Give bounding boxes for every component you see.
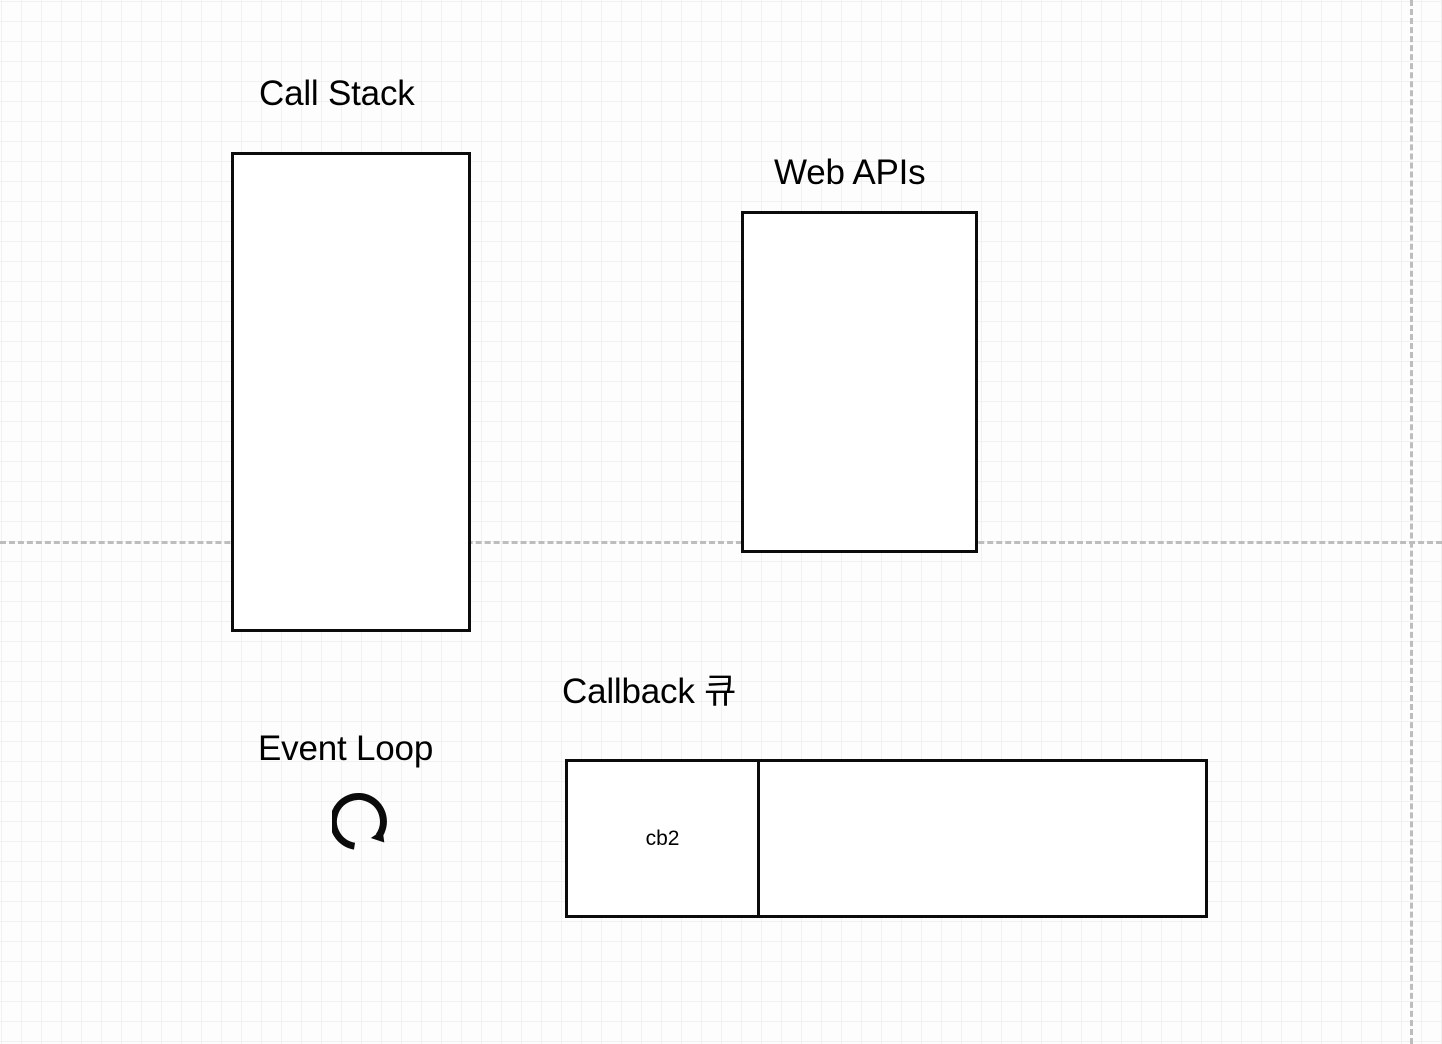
page-guide-vertical xyxy=(1410,0,1413,1044)
callback-queue-title: Callback 큐 xyxy=(562,672,737,711)
callback-queue-cell[interactable] xyxy=(760,762,1205,915)
web-apis-title: Web APIs xyxy=(774,153,926,192)
call-stack-box[interactable] xyxy=(231,152,471,632)
web-apis-box[interactable] xyxy=(741,211,978,553)
page-guide-horizontal xyxy=(0,541,1442,544)
circular-arrow-icon xyxy=(332,793,392,853)
event-loop-title: Event Loop xyxy=(258,729,434,768)
callback-queue-cell[interactable]: cb2 xyxy=(568,762,760,915)
call-stack-title: Call Stack xyxy=(259,74,415,113)
callback-queue-cell-label: cb2 xyxy=(645,826,680,850)
callback-queue-box[interactable]: cb2 xyxy=(565,759,1208,918)
